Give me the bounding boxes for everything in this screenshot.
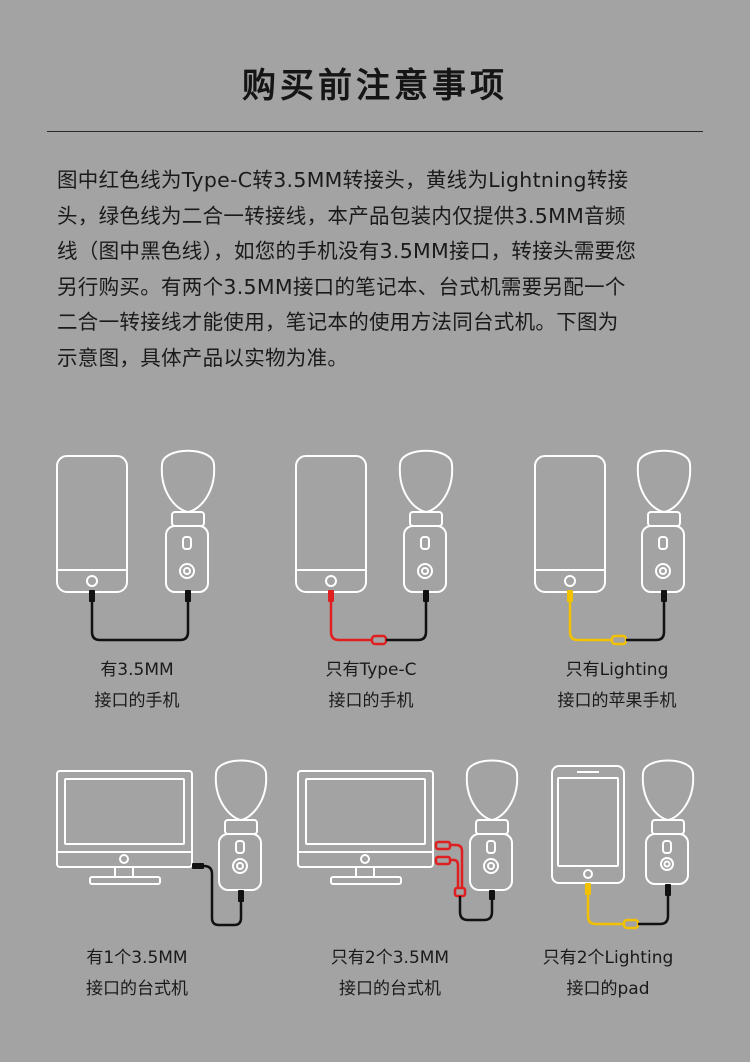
caption-phone-typec: 只有Type-C 接口的手机 [291,655,451,717]
caption-line: 只有Type-C [325,660,417,680]
red-splitter-cable [434,840,467,898]
caption-desktop-one-jack: 有1个3.5MM 接口的台式机 [57,943,217,1005]
caption-line: 接口的pad [566,979,650,999]
notice-line: 图中红色线为Type-C转3.5MM转接头，黄线为Lightning转接 [57,168,629,192]
microphone-illustration [214,759,268,822]
caption-line: 接口的台式机 [339,979,441,999]
caption-phone-lightning: 只有Lighting 接口的苹果手机 [537,655,697,717]
black-cable [638,890,670,926]
microphone-illustration [641,759,695,822]
notice-line: 二合一转接线才能使用，笔记本的使用方法同台式机。下图为 [57,310,619,334]
caption-line: 只有2个3.5MM [330,948,450,968]
notice-paragraph: 图中红色线为Type-C转3.5MM转接头，黄线为Lightning转接 头，绿… [57,163,707,376]
caption-line: 只有2个Lighting [542,948,674,968]
page-title: 购买前注意事项 [242,66,508,106]
black-cable [458,896,494,922]
notice-line: 另行购买。有两个3.5MM接口的笔记本、台式机需要另配一个 [57,274,626,299]
microphone-illustration [465,759,519,822]
black-cable [386,598,428,642]
caption-desktop-two-jacks: 只有2个3.5MM 接口的台式机 [310,943,470,1005]
notice-line: 示意图，具体产品以实物为准。 [57,345,349,370]
black-cable [626,598,666,642]
caption-line: 有3.5MM [100,660,174,680]
caption-line: 接口的台式机 [86,979,188,999]
caption-tablet-lightning: 只有2个Lighting 接口的pad [528,943,688,1005]
microphone-illustration [160,449,216,514]
yellow-adapter-cable [586,891,640,930]
title-divider [47,131,703,132]
microphone-illustration [636,449,692,514]
caption-line: 接口的手机 [94,691,180,711]
microphone-illustration [398,449,454,514]
black-cable [192,864,243,927]
caption-phone-35mm: 有3.5MM 接口的手机 [57,655,217,717]
notice-line: 线（图中黑色线），如您的手机没有3.5MM接口，转接头需要您 [57,239,637,263]
caption-line: 接口的手机 [328,691,414,711]
caption-line: 有1个3.5MM [86,948,188,968]
black-cable [90,598,190,642]
notice-line: 头，绿色线为二合一转接线，本产品包装内仅提供3.5MM音频 [57,203,626,228]
caption-line: 接口的苹果手机 [557,691,677,711]
caption-line: 只有Lighting [565,660,669,680]
